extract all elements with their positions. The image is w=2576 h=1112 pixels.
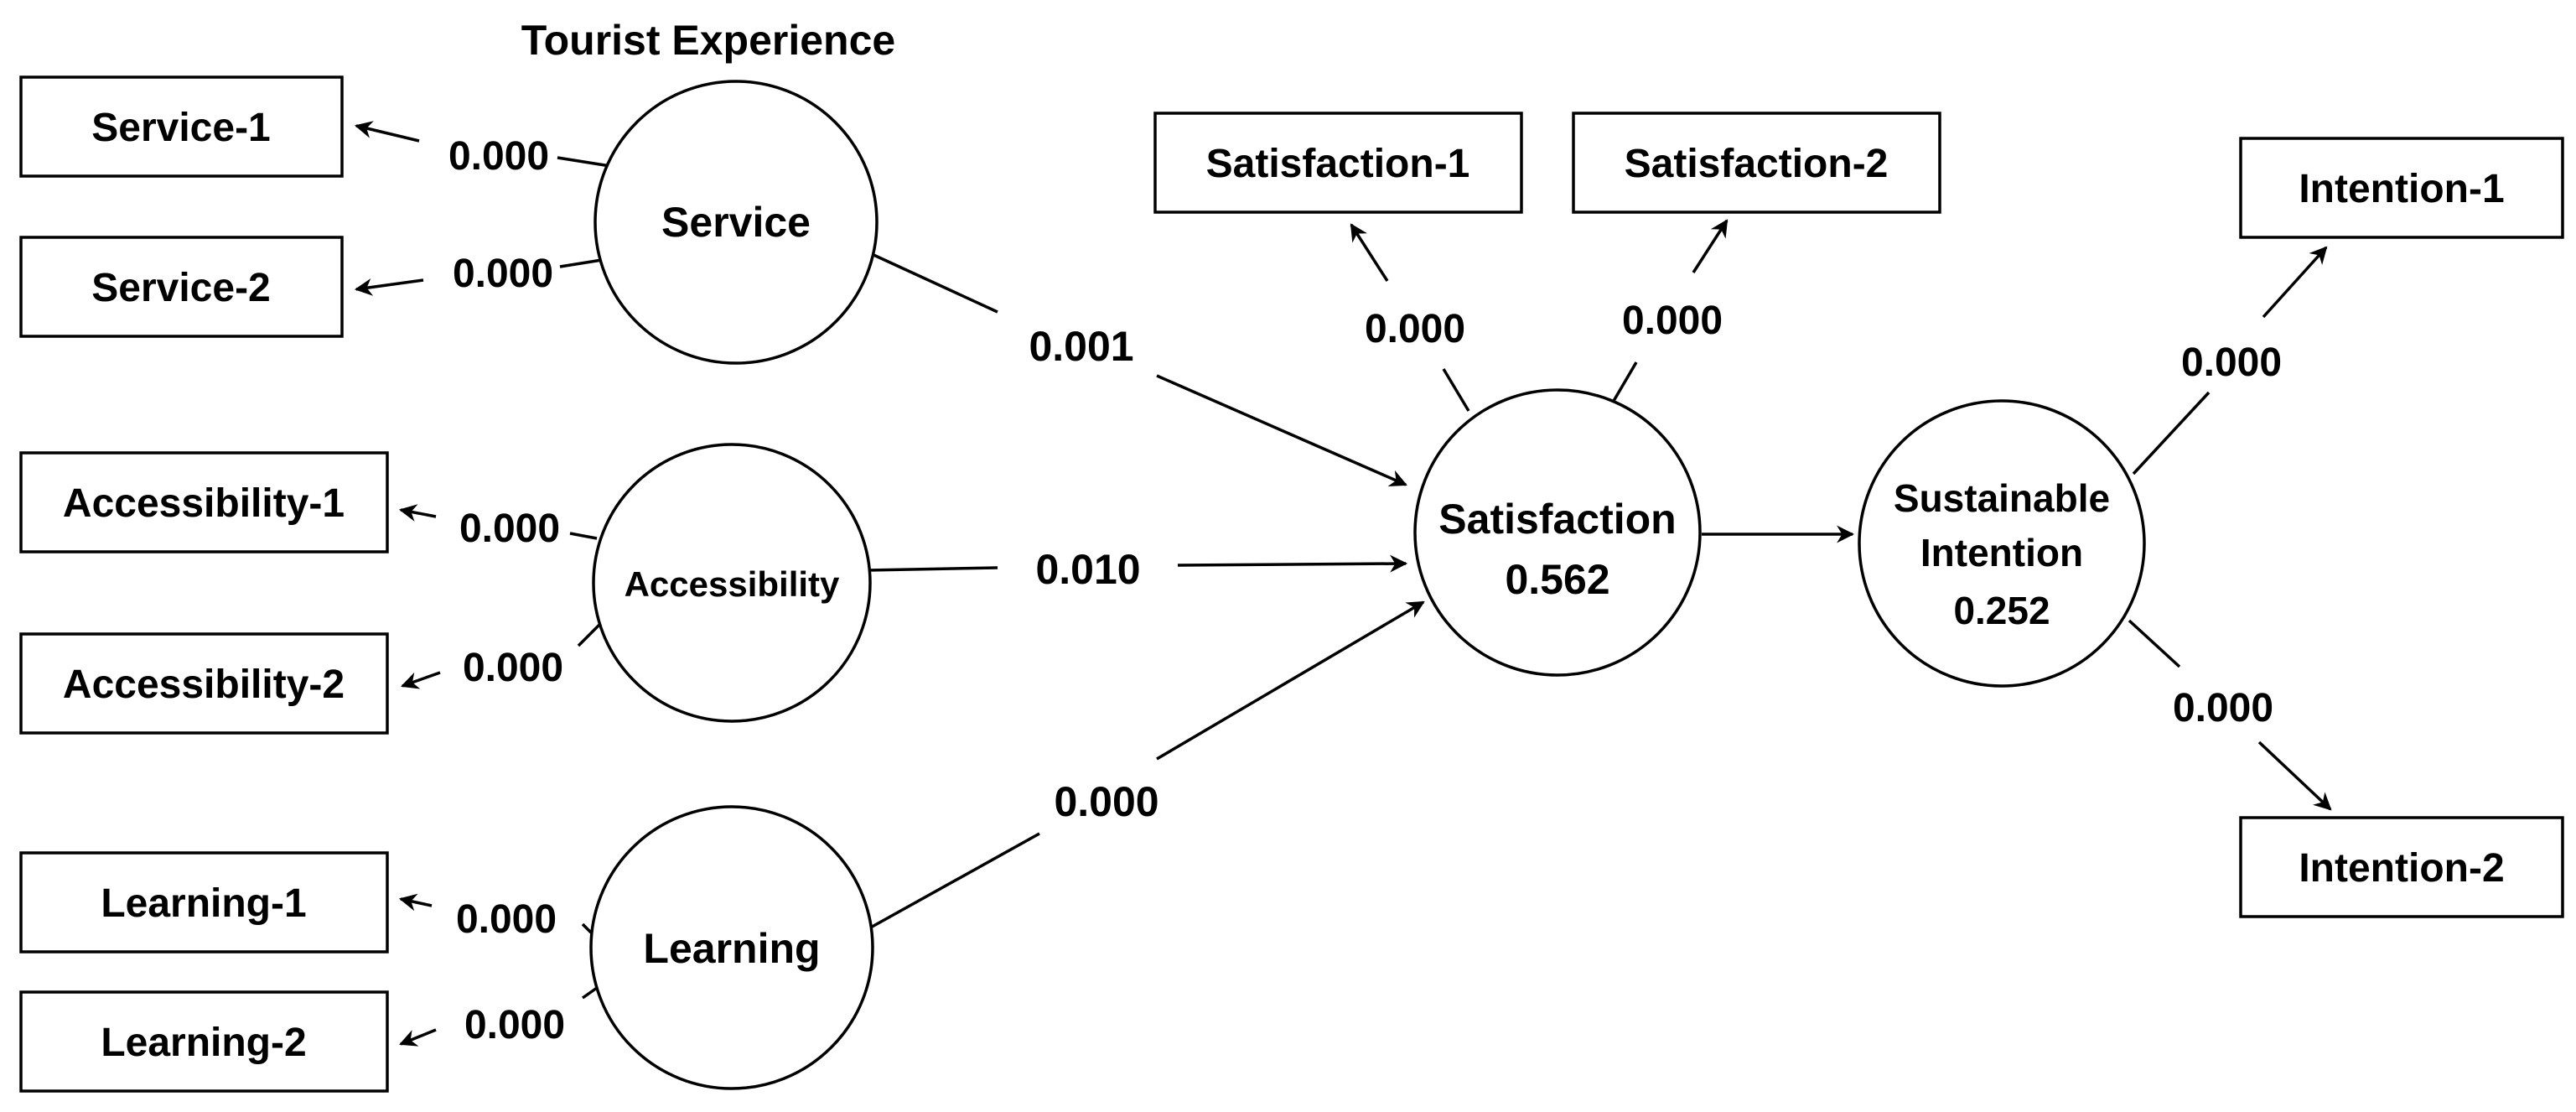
svg-text:Intention-1: Intention-1 [2299, 167, 2504, 211]
svg-text:Learning: Learning [643, 925, 820, 972]
indicator-service-1: Service-1 [19, 75, 344, 178]
arrow-accessibility-1-head [398, 504, 437, 522]
svg-text:Satisfaction-2: Satisfaction-2 [1625, 142, 1889, 186]
arrow-service-2 [559, 258, 603, 268]
path-coef-service: 0.001 [1029, 323, 1133, 370]
construct-accessibility: Accessibility [592, 443, 872, 723]
indicator-learning-2: Learning-2 [19, 990, 389, 1093]
indicator-satisfaction-1: Satisfaction-1 [1153, 112, 1523, 214]
svg-text:Intention-2: Intention-2 [2299, 846, 2504, 891]
loading-service-1: 0.000 [448, 134, 549, 179]
indicator-intention-2: Intention-2 [2239, 816, 2564, 918]
svg-text:Service: Service [661, 199, 811, 246]
group-title: Tourist Experience [521, 17, 895, 64]
arrow-service-1 [557, 156, 611, 168]
arrow-learning-2-head [399, 1028, 437, 1047]
indicator-learning-1: Learning-1 [19, 851, 389, 954]
arrow-satisfaction-1 [1442, 368, 1470, 412]
intention-r2: 0.252 [1953, 589, 2050, 632]
loading-service-2: 0.000 [453, 252, 553, 296]
indicator-satisfaction-2: Satisfaction-2 [1572, 112, 1941, 214]
loading-accessibility-2: 0.000 [463, 646, 563, 690]
arrow-learning-1-head [398, 893, 433, 912]
path-learning-satisfaction [867, 832, 1040, 931]
arrow-satisfaction-2-head [1692, 219, 1729, 273]
indicator-intention-1: Intention-1 [2239, 137, 2564, 239]
indicator-service-2: Service-2 [19, 236, 344, 338]
arrow-intention-2 [2128, 619, 2181, 668]
path-coef-accessibility: 0.010 [1035, 546, 1140, 593]
loading-intention-1: 0.000 [2181, 340, 2282, 385]
arrow-intention-1-head [2262, 246, 2328, 319]
construct-learning: Learning [589, 805, 874, 1090]
arrow-service-2-head [354, 278, 424, 296]
svg-text:Accessibility-1: Accessibility-1 [63, 481, 345, 526]
arrow-intention-1 [2132, 391, 2211, 475]
arrow-accessibility-2 [577, 623, 601, 647]
path-coef-learning: 0.000 [1054, 778, 1158, 825]
indicator-accessibility-2: Accessibility-2 [19, 632, 389, 735]
loading-intention-2: 0.000 [2173, 686, 2273, 730]
svg-text:Service-2: Service-2 [91, 266, 271, 310]
construct-sustainable-intention: Sustainable Intention 0.252 [1858, 399, 2146, 688]
svg-text:Service-1: Service-1 [91, 106, 271, 150]
path-service-satisfaction-head [1156, 374, 1407, 487]
loading-accessibility-1: 0.000 [459, 507, 560, 551]
svg-text:Accessibility: Accessibility [625, 564, 840, 604]
loading-satisfaction-1: 0.000 [1365, 307, 1465, 351]
path-accessibility-satisfaction-head [1177, 554, 1408, 573]
path-service-satisfaction [871, 252, 998, 314]
loading-learning-1: 0.000 [456, 897, 557, 942]
loading-learning-2: 0.000 [464, 1003, 565, 1047]
arrow-satisfaction-1-head [1350, 223, 1389, 282]
satisfaction-r2: 0.562 [1505, 556, 1609, 603]
svg-text:Satisfaction-1: Satisfaction-1 [1206, 142, 1470, 186]
construct-satisfaction: Satisfaction 0.562 [1413, 388, 1702, 677]
arrow-intention-2-head [2257, 740, 2332, 811]
path-learning-satisfaction-head [1156, 600, 1425, 761]
svg-text:Sustainable: Sustainable [1894, 476, 2110, 520]
svg-text:Accessibility-2: Accessibility-2 [63, 663, 345, 707]
arrow-satisfaction-2 [1612, 361, 1638, 402]
arrow-service-1-head [354, 121, 420, 143]
svg-text:Learning-1: Learning-1 [101, 881, 306, 926]
construct-service: Service [593, 80, 879, 365]
svg-text:Satisfaction: Satisfaction [1438, 496, 1676, 543]
arrow-accessibility-2-head [401, 671, 441, 689]
path-accessibility-satisfaction [867, 566, 998, 572]
arrow-accessibility-1 [569, 532, 598, 540]
arrow-learning-1 [581, 922, 593, 934]
indicator-accessibility-1: Accessibility-1 [19, 451, 389, 553]
arrow-learning-2 [581, 986, 599, 1000]
svg-text:Intention: Intention [1920, 531, 2083, 574]
loading-satisfaction-2: 0.000 [1622, 299, 1723, 343]
svg-text:Learning-2: Learning-2 [101, 1021, 306, 1065]
